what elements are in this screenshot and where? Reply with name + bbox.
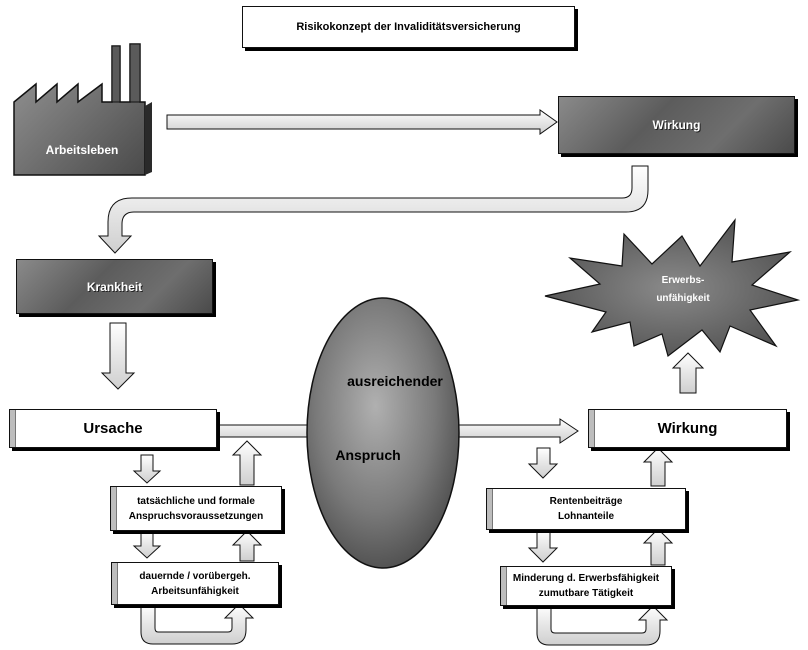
left-stack-arrows: [132, 440, 263, 645]
right-box2-line2: zumutbare Tätigkeit: [538, 588, 634, 599]
factory-label: Arbeitsleben: [46, 143, 119, 157]
top-effect-label: Wirkung: [652, 118, 701, 132]
factory-icon: [13, 43, 152, 176]
right-stack-box-1: Rentenbeiträge Lohnanteile: [486, 488, 686, 530]
right-box1-line2: Lohnanteile: [557, 511, 615, 522]
starburst-label-2: unfähigkeit: [656, 293, 710, 304]
right-stack-arrows: [527, 447, 674, 646]
arrow-effect-to-starburst: [671, 352, 705, 394]
right-stack-box-2: Minderung d. Erwerbsfähigkeit zumutbare …: [500, 566, 672, 606]
title-text: Risikokonzept der Invaliditätsversicheru…: [296, 21, 521, 33]
left-box1-line2: Anspruchsvoraussetzungen: [128, 510, 264, 522]
effect-label: Wirkung: [657, 420, 718, 437]
right-box1-line1: Rentenbeiträge: [549, 496, 623, 507]
right-box2-line1: Minderung d. Erwerbsfähigkeit: [512, 573, 660, 584]
illness-label: Krankheit: [86, 279, 143, 294]
center-ellipse: [306, 297, 460, 569]
center-label-1: ausreichender: [347, 373, 443, 389]
cause-label: Ursache: [83, 420, 143, 437]
illness-box: Krankheit: [16, 259, 213, 314]
left-stack-box-1: tatsächliche und formale Anspruchsvoraus…: [110, 486, 282, 531]
center-label-2: Anspruch: [335, 447, 400, 463]
left-box2-line2: Arbeitsunfähigkeit: [151, 585, 239, 597]
cause-box: Ursache: [9, 409, 217, 448]
left-stack-box-2: dauernde / vorübergeh. Arbeitsunfähigkei…: [111, 562, 279, 605]
top-effect-box: Wirkung: [558, 96, 795, 154]
left-box2-line1: dauernde / vorübergeh.: [139, 570, 251, 582]
arrow-factory-to-effect: [166, 109, 558, 135]
starburst-label-1: Erwerbs-: [662, 275, 705, 286]
arrow-effect-to-illness: [97, 165, 649, 254]
effect-box: Wirkung: [588, 409, 787, 448]
starburst-shape: [544, 218, 801, 358]
title-box: Risikokonzept der Invaliditätsversicheru…: [242, 6, 575, 48]
left-box1-line1: tatsächliche und formale: [137, 495, 255, 507]
arrow-illness-to-cause: [100, 322, 136, 390]
